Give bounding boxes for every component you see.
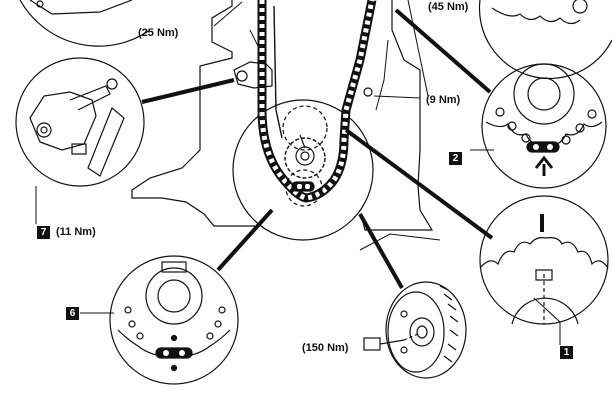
- label-leaders: [35, 0, 561, 345]
- callout-6: 6: [66, 307, 79, 320]
- cam-detail-circle-lower: [109, 255, 239, 385]
- torque-label-25: (25 Nm): [138, 27, 179, 39]
- detail-circle-top-right: [478, 0, 612, 80]
- callout-7: 7: [37, 226, 50, 239]
- torque-label-11: (11 Nm): [56, 226, 96, 238]
- torque-label-9: (9 Nm): [426, 94, 461, 106]
- callout-1: 1: [560, 346, 573, 359]
- engine-block-outline: [131, 0, 441, 251]
- torque-label-150: (150 Nm): [302, 342, 349, 354]
- leader-lines: [141, 8, 494, 289]
- timing-chain: [257, 0, 377, 203]
- crank-detail-circle: [479, 195, 609, 325]
- detail-circle-top-left: [19, 0, 151, 47]
- cam-sprocket-detail-circle: [481, 63, 607, 189]
- tensioner-on-block: [233, 61, 373, 97]
- crank-pulley: [385, 281, 467, 379]
- torque-label-45: (45 Nm): [428, 1, 469, 13]
- crank-bolt: [363, 333, 419, 351]
- tensioner-detail-circle: [15, 57, 145, 187]
- crank-housing-circle: [232, 99, 374, 241]
- crank-sprocket: [284, 137, 326, 179]
- callout-2: 2: [449, 152, 462, 165]
